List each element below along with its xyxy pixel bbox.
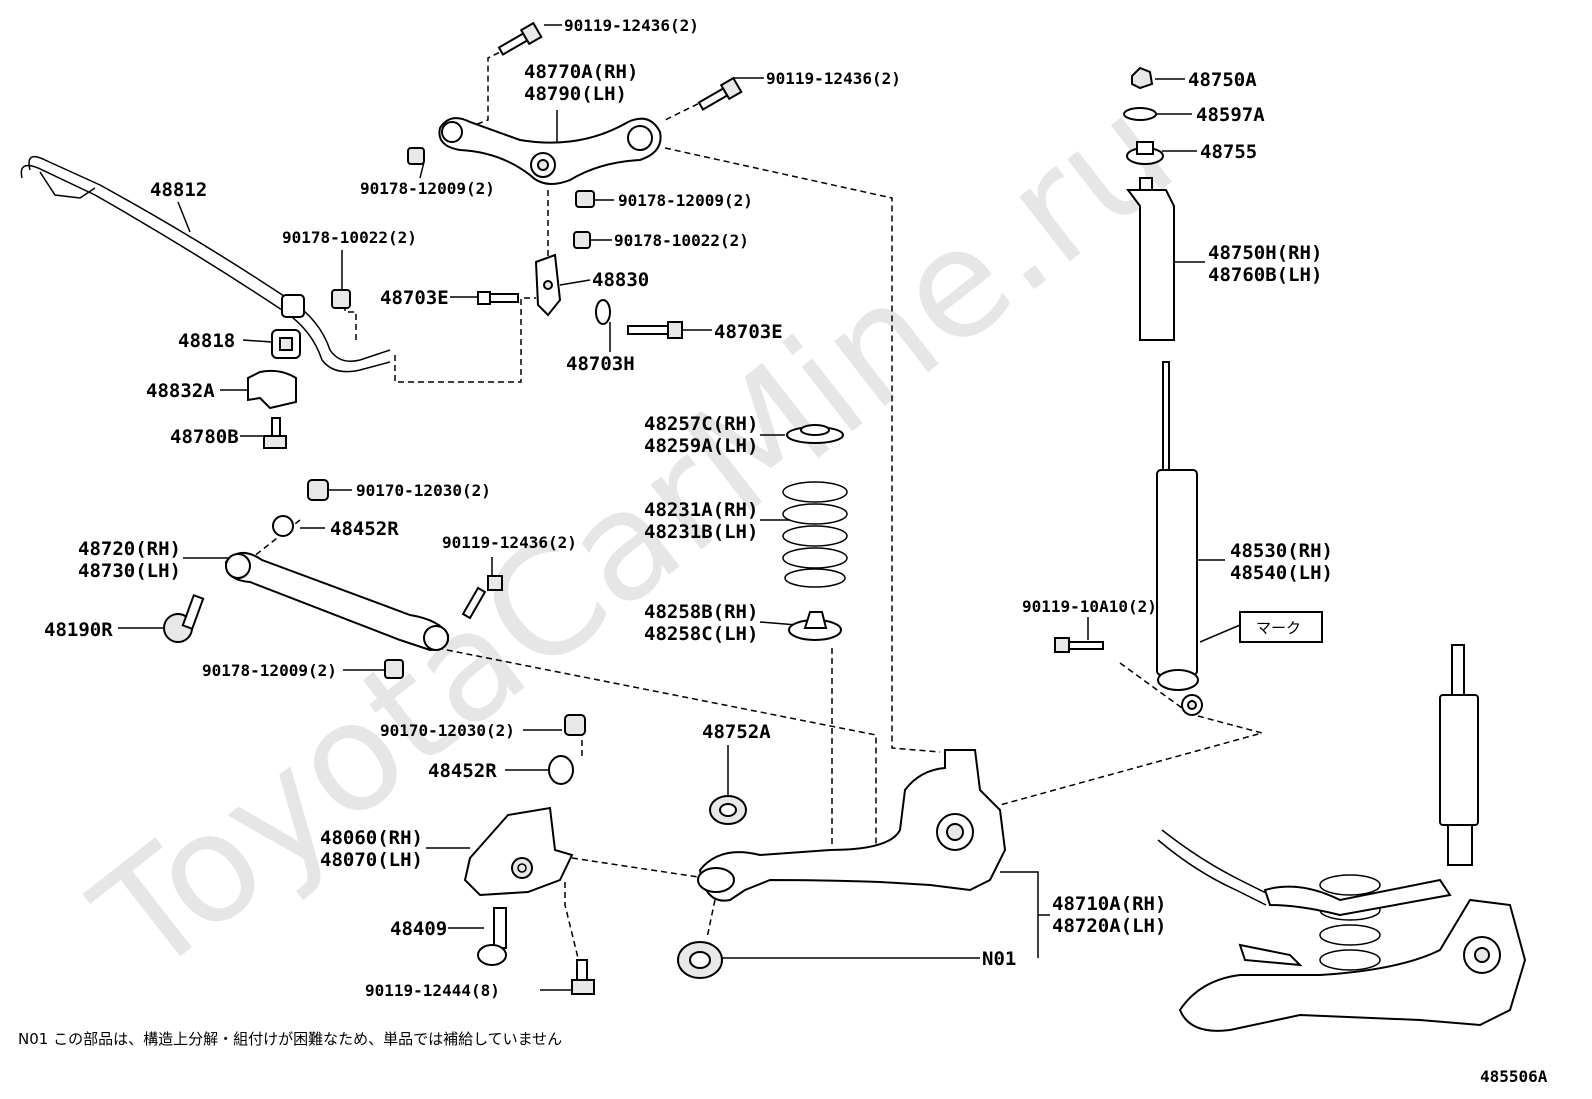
label-bolt-arm: 90119-12436(2) xyxy=(442,533,577,552)
label-mount-48755: 48755 xyxy=(1200,141,1257,163)
part-labels: 90119-12436(2) 90119-12436(2) 48770A(RH)… xyxy=(44,16,1333,1000)
upper-spring-seat xyxy=(786,424,844,444)
bushing-n01 xyxy=(677,941,723,979)
bolt-48190r xyxy=(163,593,205,643)
label-shock-lh: 48540(LH) xyxy=(1230,562,1333,584)
footnote: N01 この部品は、構造上分解・組付けが困難なため、単品では補給していません xyxy=(18,1030,562,1048)
label-nut-90170-b: 90170-12030(2) xyxy=(380,721,515,740)
washer-48597a xyxy=(1123,107,1157,121)
carrier-bracket xyxy=(463,806,574,897)
label-bolt-48703e-left: 48703E xyxy=(380,287,449,309)
lateral-link-arm xyxy=(224,552,450,652)
label-nut-upper-right: 90178-12009(2) xyxy=(618,191,753,210)
label-nut-90170-a: 90170-12030(2) xyxy=(356,481,491,500)
label-bolt-48780b: 48780B xyxy=(170,426,239,448)
nut-arm-end xyxy=(384,659,404,679)
nut-90170-a xyxy=(307,479,329,501)
label-nut-48750a: 48750A xyxy=(1188,69,1257,91)
bolt-48780b xyxy=(263,417,287,449)
bolt-48409 xyxy=(477,907,507,966)
label-nut-arm-end: 90178-12009(2) xyxy=(202,661,337,680)
nut-upper-left xyxy=(407,147,425,165)
label-stabilizer-bar: 48812 xyxy=(150,179,207,201)
label-boot-rh: 48750H(RH) xyxy=(1208,242,1322,264)
nut-bracket xyxy=(573,231,591,249)
bracket-48832a xyxy=(247,369,297,410)
shock-bolt xyxy=(1054,637,1104,653)
nut-upper-right xyxy=(575,190,595,208)
label-spring-lh: 48231B(LH) xyxy=(644,521,758,543)
label-washer-48703h: 48703H xyxy=(566,353,635,375)
label-boot-lh: 48760B(LH) xyxy=(1208,264,1322,286)
label-bushing-48818: 48818 xyxy=(178,330,235,352)
dust-boot xyxy=(1126,177,1175,341)
label-nut-upper-left: 90178-12009(2) xyxy=(360,179,495,198)
cam-48452r-b xyxy=(548,755,574,785)
mount-48755 xyxy=(1126,141,1164,165)
label-lower-arm-lh: 48730(LH) xyxy=(78,560,181,582)
upper-control-arm xyxy=(438,117,662,185)
bushing-48818 xyxy=(271,329,301,359)
label-mark: マーク xyxy=(1256,619,1301,637)
stabilizer-bar xyxy=(20,155,391,373)
label-upper-arm-lh: 48790(LH) xyxy=(524,83,627,105)
cam-48452r-a xyxy=(272,515,294,537)
bracket-48830 xyxy=(534,253,562,317)
label-bolt-top-a: 90119-12436(2) xyxy=(564,16,699,35)
bolt-90119-12444 xyxy=(571,959,595,995)
label-washer-48597a: 48597A xyxy=(1196,104,1265,126)
label-nut-bracket: 90178-10022(2) xyxy=(614,231,749,250)
label-upper-arm-rh: 48770A(RH) xyxy=(524,61,638,83)
label-bolt-90119-12444: 90119-12444(8) xyxy=(365,981,500,1000)
label-lower-arm-rh: 48720(RH) xyxy=(78,538,181,560)
label-carrier-lh: 48070(LH) xyxy=(320,849,423,871)
label-bolt-48409: 48409 xyxy=(390,918,447,940)
assembled-view xyxy=(1157,644,1527,1032)
label-shock-rh: 48530(RH) xyxy=(1230,540,1333,562)
bolt-48703e-right xyxy=(627,321,683,339)
label-spring-rh: 48231A(RH) xyxy=(644,499,758,521)
nut-stab-link xyxy=(331,289,351,309)
label-bolt-top-b: 90119-12436(2) xyxy=(766,69,901,88)
mark-callout xyxy=(1239,611,1323,643)
nut-90170-b xyxy=(564,714,586,736)
washer-48703h xyxy=(595,299,611,325)
label-bolt-48703e-right: 48703E xyxy=(714,321,783,343)
label-carrier-rh: 48060(RH) xyxy=(320,827,423,849)
bolt-48703e-left xyxy=(477,291,519,305)
label-trailing-arm-rh: 48710A(RH) xyxy=(1052,893,1166,915)
label-bracket-48832a: 48832A xyxy=(146,380,215,402)
label-seat-lower-rh: 48258B(RH) xyxy=(644,601,758,623)
lower-spring-seat xyxy=(788,611,842,641)
label-trailing-arm-lh: 48720A(LH) xyxy=(1052,915,1166,937)
label-bolt-48190r: 48190R xyxy=(44,619,113,641)
label-seat-upper-rh: 48257C(RH) xyxy=(644,413,758,435)
label-n01: N01 xyxy=(982,948,1016,970)
label-bushing-48752a: 48752A xyxy=(702,721,771,743)
bolt-top-right xyxy=(697,76,743,111)
label-seat-upper-lh: 48259A(LH) xyxy=(644,435,758,457)
bolt-top-left xyxy=(497,21,543,56)
label-seat-lower-lh: 48258C(LH) xyxy=(644,623,758,645)
trailing-arm-knuckle xyxy=(697,749,1007,902)
label-cam-48452r-a: 48452R xyxy=(330,518,399,540)
figure-number: 485506A xyxy=(1480,1067,1548,1086)
shock-absorber xyxy=(1156,361,1203,716)
bushing-48752a xyxy=(709,795,747,825)
label-nut-stab-link: 90178-10022(2) xyxy=(282,228,417,247)
bolt-arm xyxy=(461,575,503,620)
nut-48750a xyxy=(1131,66,1154,90)
label-shock-bolt: 90119-10A10(2) xyxy=(1022,597,1157,616)
label-bracket: 48830 xyxy=(592,269,649,291)
leader-lines xyxy=(118,24,1241,991)
label-cam-48452r-b: 48452R xyxy=(428,760,497,782)
coil-spring xyxy=(782,481,848,588)
